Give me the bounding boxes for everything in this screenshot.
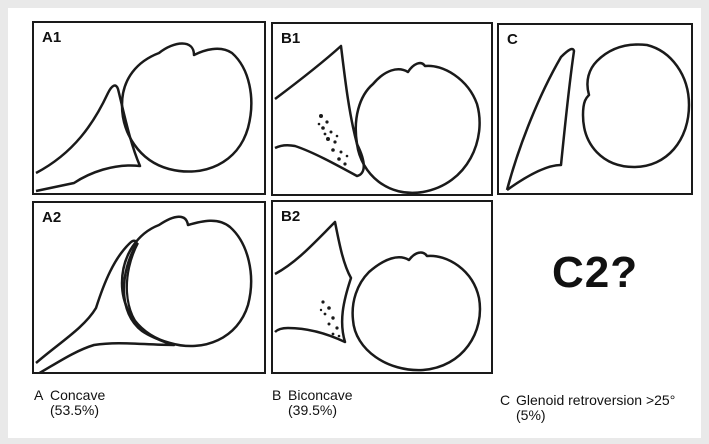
humeral-head-b2: [353, 253, 480, 371]
glenoid-c: [507, 49, 574, 190]
figure: A1 B1 C A2: [8, 8, 701, 438]
caption-a-name: Concave: [50, 388, 105, 403]
glenoid-a1: [36, 86, 140, 191]
panel-a2: A2: [32, 201, 266, 374]
caption-c-name: Glenoid retroversion >25°: [516, 393, 675, 408]
cartilage-line-a2: [127, 243, 174, 345]
panel-b1: B1: [271, 22, 493, 196]
panel-a1-drawing: [34, 23, 266, 195]
caption-a-pct: (53.5%): [50, 403, 99, 418]
glenoid-b2: [275, 222, 351, 342]
panel-b1-drawing: [273, 24, 493, 196]
panel-c: C: [497, 23, 693, 195]
humeral-head-a2: [122, 217, 251, 346]
sclerosis-dots-b2: [320, 300, 341, 337]
caption-b-letter: B: [272, 388, 281, 403]
caption-b-pct: (39.5%): [288, 403, 337, 418]
caption-b-name: Biconcave: [288, 388, 353, 403]
panel-a1: A1: [32, 21, 266, 195]
glenoid-a2: [36, 241, 174, 374]
panel-c-drawing: [499, 25, 693, 195]
c2-question-text: C2?: [552, 248, 638, 298]
panel-b2: B2: [271, 200, 493, 374]
panel-a2-drawing: [34, 203, 266, 374]
humeral-head-a1: [122, 44, 251, 172]
caption-c-pct: (5%): [516, 408, 546, 423]
glenoid-b1: [275, 46, 364, 176]
panel-b2-drawing: [273, 202, 493, 374]
humeral-head-b1: [356, 63, 480, 193]
humeral-head-c: [583, 45, 689, 167]
caption-c-letter: C: [500, 393, 510, 408]
caption-a-letter: A: [34, 388, 43, 403]
